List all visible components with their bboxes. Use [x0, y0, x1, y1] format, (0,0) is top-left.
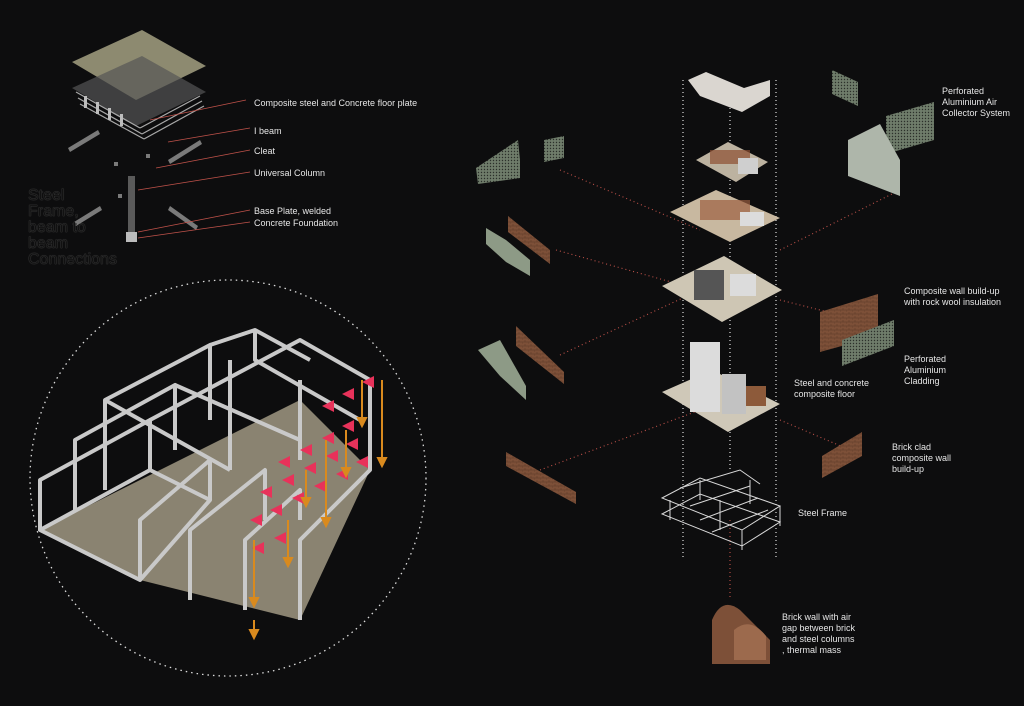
label-perforated-air-collector: Perforated Aluminium Air Collector Syste… [942, 86, 1011, 118]
roof-plate [688, 72, 770, 112]
label-steel-frame: Steel Frame [798, 508, 848, 518]
label-perforated-cladding: Perforated Aluminium Cladding [904, 354, 947, 386]
connection-parts [68, 130, 202, 242]
label-cleat: Cleat [254, 146, 276, 156]
detail-circle [29, 279, 427, 677]
label-base-plate: Base Plate, welded [254, 206, 332, 216]
label-concrete-foundation: Concrete Foundation [254, 218, 339, 228]
brick-arch-detail [712, 604, 770, 664]
steel-frame-wire [660, 469, 782, 550]
label-brick-clad-wall: Brick clad composite wall build-up [892, 442, 952, 474]
label-composite-floor-plate: Composite steel and Concrete floor plate [254, 98, 418, 108]
ground-floor-block [662, 342, 780, 432]
connection-leader-lines [137, 99, 251, 239]
lateral-load-arrows [250, 376, 374, 554]
floor-level-1 [662, 256, 782, 322]
label-brick-wall-thermal-mass: Brick wall with air gap between brick an… [782, 612, 856, 655]
floor-level-2 [670, 190, 780, 242]
connection-detail-title: Steel Frame, beam to beam Connections [28, 187, 117, 268]
label-composite-wall-rockwool: Composite wall build-up with rock wool i… [904, 286, 1002, 307]
label-universal-column: Universal Column [254, 168, 326, 178]
steel-frame-load-model [38, 328, 372, 620]
floor-plate-exploded [72, 30, 206, 140]
vertical-load-arrows [248, 380, 388, 641]
cladding-panels-right [820, 70, 934, 478]
label-composite-floor: Steel and concrete composite floor [794, 378, 870, 399]
floor-level-3 [696, 142, 768, 182]
label-i-beam: I beam [254, 126, 282, 136]
cladding-panels-left [476, 136, 576, 504]
